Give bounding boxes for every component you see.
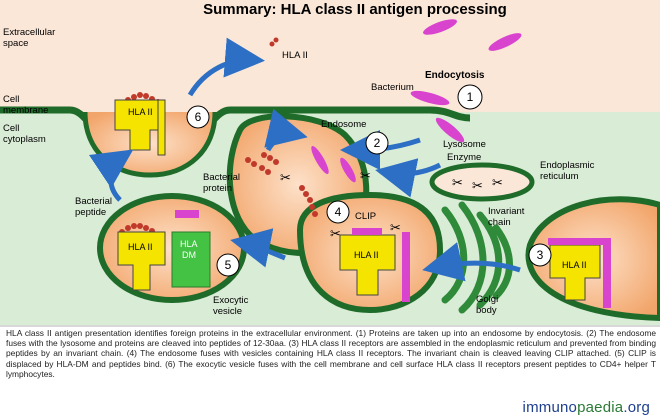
label-endocytosis: Endocytosis — [425, 70, 485, 81]
step-1: 1 — [467, 90, 474, 104]
label-bacterial-peptide: Bacterial peptide — [75, 196, 115, 218]
step-5: 5 — [225, 258, 232, 272]
svg-text:✂: ✂ — [360, 168, 371, 183]
svg-text:✂: ✂ — [390, 220, 401, 235]
step-3: 3 — [537, 248, 544, 262]
label-endoplasmic-reticulum: Endoplasmic reticulum — [540, 160, 597, 182]
label-clip: CLIP — [355, 211, 376, 222]
label-extracellular-space: Extracellular space — [3, 27, 58, 49]
svg-text:✂: ✂ — [492, 175, 503, 190]
extracellular-region — [0, 0, 660, 112]
label-cell-membrane: Cell membrane — [3, 94, 48, 116]
hla-ii-membrane-molecule — [114, 99, 166, 156]
svg-text:✂: ✂ — [330, 226, 341, 241]
hla-ii-er-molecule — [548, 238, 611, 308]
caption-text: HLA class II antigen presentation identi… — [6, 328, 656, 379]
label-golgi-body: Golgi body — [476, 294, 501, 316]
label-invariant-chain: Invariant chain — [488, 206, 527, 228]
step-6: 6 — [195, 110, 202, 124]
hla-ii-fused-molecule — [339, 228, 410, 302]
enzyme-icons: ✂ ✂ ✂ ✂ ✂ ✂ ✂ — [280, 168, 503, 241]
label-exocytic-vesicle: Exocytic vesicle — [213, 295, 251, 317]
step-markers: 1 2 3 4 5 6 — [186, 84, 552, 277]
label-bacterial-protein: Bacterial protein — [203, 172, 243, 194]
step-2: 2 — [374, 136, 381, 150]
svg-text:✂: ✂ — [472, 178, 483, 193]
bacterium-shapes — [311, 19, 522, 183]
label-bacterium: Bacterium — [371, 82, 414, 93]
page-title: Summary: HLA class II antigen processing — [203, 1, 507, 18]
label-endosome: Endosome — [321, 119, 366, 130]
label-hla-ii-released: HLA II — [282, 50, 308, 61]
label-hla-ii-er: HLA II — [562, 260, 587, 270]
process-arrows — [88, 37, 521, 282]
label-hla-ii-vesicle: HLA II — [128, 242, 153, 252]
immunopaedia-logo: immunopaedia.org — [522, 399, 650, 416]
label-lysosome-enzyme: Lysosome Enzyme — [443, 139, 489, 163]
lysosome — [429, 162, 535, 202]
label-hla-ii-fused: HLA II — [354, 250, 379, 260]
label-hla-dm: HLA DM — [180, 239, 200, 260]
svg-text:✂: ✂ — [452, 175, 463, 190]
svg-text:✂: ✂ — [280, 170, 291, 185]
step-4: 4 — [335, 205, 342, 219]
hla-ii-vesicle-molecule — [117, 210, 211, 291]
label-hla-ii-membrane: HLA II — [128, 107, 153, 117]
label-cell-cytoplasm: Cell cytoplasm — [3, 123, 46, 145]
